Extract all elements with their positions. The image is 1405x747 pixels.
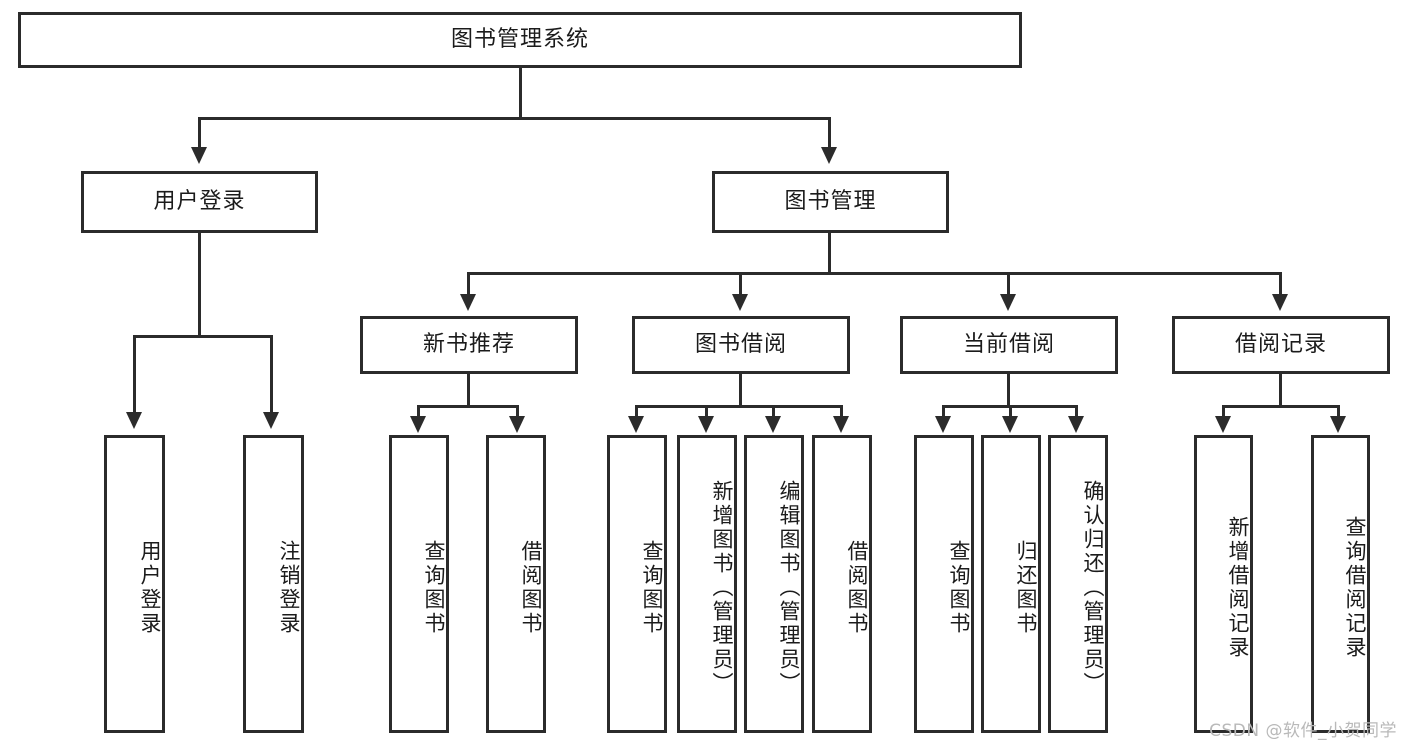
leaf-query-borrow-record[interactable]: 查询借阅记录 — [1311, 435, 1370, 733]
arrow-leaf-query-record — [1330, 416, 1346, 433]
leaf-user-login[interactable]: 用户登录 — [104, 435, 165, 733]
node-label: 查询图书 — [947, 540, 971, 636]
leaf-query-book-current[interactable]: 查询图书 — [914, 435, 974, 733]
edge-user-login-stem — [198, 233, 201, 335]
arrow-to-user-login — [191, 147, 207, 164]
arrow-leaf-query-book-2 — [628, 416, 644, 433]
leaf-borrow-book[interactable]: 借阅图书 — [812, 435, 872, 733]
node-user-login[interactable]: 用户登录 — [81, 171, 318, 233]
arrow-leaf-return-book — [1002, 416, 1018, 433]
leaf-add-borrow-record[interactable]: 新增借阅记录 — [1194, 435, 1253, 733]
edge-root-to-user-login — [198, 117, 201, 150]
arrow-leaf-edit-book — [765, 416, 781, 433]
edge-book-mgmt-branch-3 — [1007, 272, 1010, 296]
arrow-to-new-book-recommend — [460, 294, 476, 311]
node-label: 新书推荐 — [422, 331, 515, 357]
edge-book-borrow-branch-1 — [635, 405, 638, 418]
leaf-logout[interactable]: 注销登录 — [243, 435, 304, 733]
node-label: 查询借阅记录 — [1343, 516, 1367, 660]
edge-book-borrow-stem — [739, 374, 742, 407]
arrow-to-borrow-record — [1272, 294, 1288, 311]
node-label: 借阅图书 — [519, 540, 543, 636]
edge-borrow-record-bus — [1222, 405, 1339, 408]
node-label: 当前借阅 — [962, 331, 1055, 357]
node-new-book-recommend[interactable]: 新书推荐 — [360, 316, 578, 374]
node-label: 图书借阅 — [694, 331, 787, 357]
node-label: 借阅记录 — [1234, 331, 1327, 357]
arrow-to-book-mgmt — [821, 147, 837, 164]
node-current-borrow[interactable]: 当前借阅 — [900, 316, 1118, 374]
edge-new-book-bus — [417, 405, 519, 408]
edge-borrow-record-branch-2 — [1337, 405, 1340, 418]
node-label: 图书管理系统 — [450, 26, 589, 52]
edge-book-mgmt-branch-2 — [739, 272, 742, 296]
edge-borrow-record-branch-1 — [1222, 405, 1225, 418]
edge-borrow-record-stem — [1279, 374, 1282, 407]
node-label: 查询图书 — [422, 540, 446, 636]
node-borrow-record[interactable]: 借阅记录 — [1172, 316, 1390, 374]
node-book-borrow[interactable]: 图书借阅 — [632, 316, 850, 374]
node-label: 图书管理 — [784, 188, 877, 214]
node-label: 注销登录 — [277, 540, 301, 636]
leaf-query-book-recommend[interactable]: 查询图书 — [389, 435, 449, 733]
edge-current-borrow-branch-2 — [1009, 405, 1012, 418]
leaf-confirm-return-admin[interactable]: 确认归还（管理员） — [1048, 435, 1108, 733]
edge-new-book-stem — [467, 374, 470, 407]
edge-book-borrow-branch-4 — [840, 405, 843, 418]
arrow-leaf-add-record — [1215, 416, 1231, 433]
arrow-leaf-user-login — [126, 412, 142, 429]
arrow-leaf-query-book-1 — [410, 416, 426, 433]
leaf-return-book[interactable]: 归还图书 — [981, 435, 1041, 733]
edge-new-book-branch-1 — [417, 405, 420, 418]
node-label: 新增借阅记录 — [1226, 516, 1250, 660]
csdn-watermark: CSDN @软件_小贺同学 — [1209, 721, 1397, 741]
node-label: 用户登录 — [138, 540, 162, 636]
leaf-borrow-book-recommend[interactable]: 借阅图书 — [486, 435, 546, 733]
leaf-edit-book-admin[interactable]: 编辑图书（管理员） — [744, 435, 804, 733]
arrow-leaf-query-book-3 — [935, 416, 951, 433]
edge-book-borrow-branch-2 — [705, 405, 708, 418]
edge-user-login-branch-1 — [133, 335, 136, 415]
node-label: 借阅图书 — [845, 540, 869, 636]
edge-root-to-book-mgmt — [828, 117, 831, 150]
node-root-system[interactable]: 图书管理系统 — [18, 12, 1022, 68]
node-label: 新增图书（管理员） — [710, 480, 734, 696]
edge-root-stem — [519, 68, 522, 117]
edge-current-borrow-branch-1 — [942, 405, 945, 418]
edge-book-borrow-bus — [635, 405, 843, 408]
arrow-leaf-borrow-book-1 — [509, 416, 525, 433]
node-label: 确认归还（管理员） — [1081, 480, 1105, 696]
node-label: 用户登录 — [153, 188, 246, 214]
edge-book-borrow-branch-3 — [772, 405, 775, 418]
edge-book-mgmt-bus — [467, 272, 1279, 275]
node-book-management[interactable]: 图书管理 — [712, 171, 949, 233]
arrow-leaf-borrow-book-2 — [833, 416, 849, 433]
edge-book-mgmt-stem — [828, 233, 831, 273]
edge-user-login-branch-2 — [270, 335, 273, 415]
edge-book-mgmt-branch-4 — [1279, 272, 1282, 296]
edge-current-borrow-branch-3 — [1075, 405, 1078, 418]
node-label: 编辑图书（管理员） — [777, 480, 801, 696]
arrow-leaf-confirm-return — [1068, 416, 1084, 433]
arrow-to-book-borrow — [732, 294, 748, 311]
edge-book-mgmt-branch-1 — [467, 272, 470, 296]
arrow-leaf-logout — [263, 412, 279, 429]
node-label: 归还图书 — [1014, 540, 1038, 636]
edge-root-bus — [198, 117, 830, 120]
node-label: 查询图书 — [640, 540, 664, 636]
edge-current-borrow-stem — [1007, 374, 1010, 407]
arrow-to-current-borrow — [1000, 294, 1016, 311]
edge-new-book-branch-2 — [516, 405, 519, 418]
leaf-query-book-borrow[interactable]: 查询图书 — [607, 435, 667, 733]
arrow-leaf-add-book — [698, 416, 714, 433]
leaf-add-book-admin[interactable]: 新增图书（管理员） — [677, 435, 737, 733]
edge-user-login-bus — [133, 335, 273, 338]
